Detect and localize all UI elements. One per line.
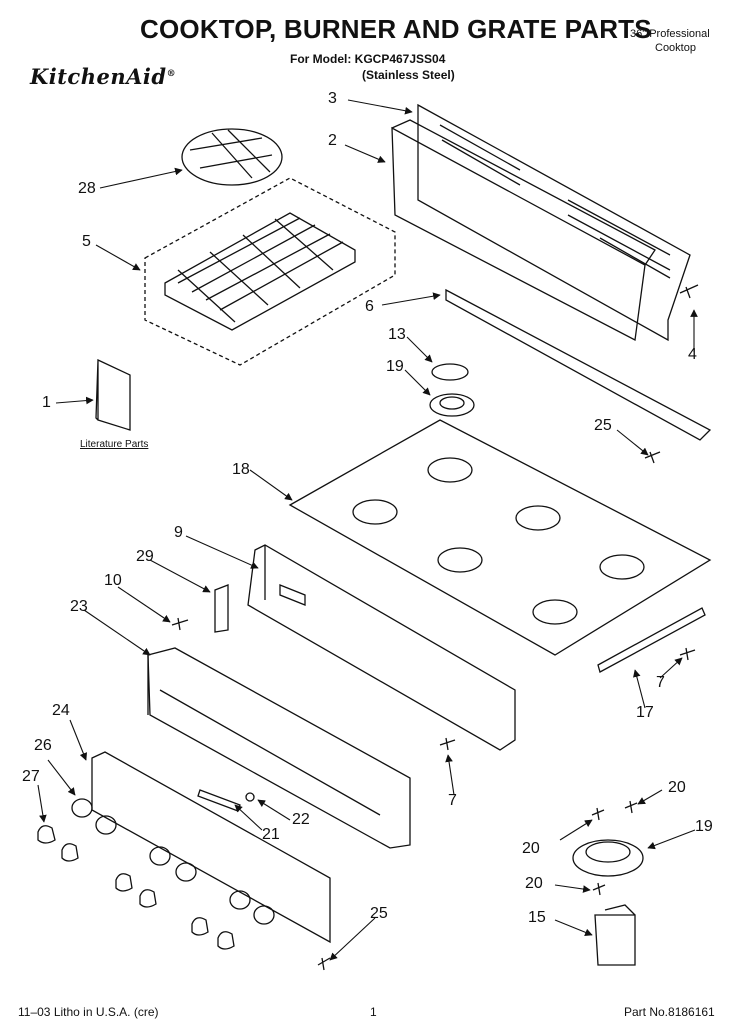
callout-25: 25 — [594, 417, 612, 434]
part-18-cooktop-surface — [288, 419, 712, 656]
part-9-manifold-bracket — [247, 544, 516, 751]
callout-20b: 20 — [522, 840, 540, 857]
part-13-burner-cap — [431, 363, 469, 381]
model-variant: (Stainless Steel) — [362, 68, 455, 82]
callout-25b: 25 — [370, 905, 388, 922]
callout-18: 18 — [232, 461, 250, 478]
part-28-burner-cap-cover — [181, 128, 283, 186]
part-7-screw-a — [679, 647, 696, 661]
product-type-line1: 36" Professional — [630, 28, 710, 40]
part-20-screws — [591, 800, 638, 896]
callout-9: 9 — [174, 524, 183, 541]
callout-21: 21 — [262, 826, 280, 843]
part-19-burner-base — [572, 839, 644, 877]
callout-24: 24 — [52, 702, 70, 719]
part-15-valve — [594, 904, 636, 966]
part-10-screw — [171, 617, 189, 631]
part-17-side-trim — [597, 607, 706, 673]
footer-part-number: Part No.8186161 — [624, 1005, 715, 1019]
part-1-literature — [95, 358, 131, 431]
callout-4: 4 — [688, 346, 697, 363]
product-type-line2: Cooktop — [655, 42, 696, 54]
callout-7: 7 — [656, 674, 665, 691]
part-5-grate — [144, 177, 396, 366]
callout-5: 5 — [82, 233, 91, 250]
callout-17: 17 — [636, 704, 654, 721]
callout-10: 10 — [104, 572, 122, 589]
callout-15: 15 — [528, 909, 546, 926]
footer-litho: 11–03 Litho in U.S.A. (cre) — [18, 1005, 159, 1019]
callout-20a: 20 — [668, 779, 686, 796]
callout-29: 29 — [136, 548, 154, 565]
brand-logo: KitchenAid® — [30, 64, 177, 89]
page-title: COOKTOP, BURNER AND GRATE PARTS — [140, 14, 652, 44]
part-19-burner-top — [429, 393, 475, 417]
callout-28: 28 — [78, 180, 96, 197]
part-4-screw — [679, 284, 699, 299]
callout-22: 22 — [292, 811, 310, 828]
footer-page-number: 1 — [370, 1005, 377, 1019]
callout-7b: 7 — [448, 792, 457, 809]
part-27-knobs — [37, 825, 235, 950]
leader-arrows — [37, 99, 698, 961]
callout-26: 26 — [34, 737, 52, 754]
callout-3: 3 — [328, 90, 337, 107]
part-25-screw-b — [317, 957, 331, 971]
part-22-screw — [245, 792, 255, 802]
model-number: For Model: KGCP467JSS04 — [290, 52, 446, 66]
callout-1: 1 — [42, 394, 51, 411]
callout-27: 27 — [22, 768, 40, 785]
part-25-screw — [644, 451, 661, 464]
callout-13: 13 — [388, 326, 406, 343]
part-3-backguard-panel — [417, 103, 691, 342]
part-6-rear-rail — [445, 288, 712, 441]
callout-2: 2 — [328, 132, 337, 149]
callout-19: 19 — [386, 358, 404, 375]
callout-23: 23 — [70, 598, 88, 615]
literature-parts-label: Literature Parts — [80, 439, 149, 450]
callout-6: 6 — [365, 298, 374, 315]
callout-19b: 19 — [695, 818, 713, 835]
callout-20c: 20 — [525, 875, 543, 892]
part-26-bezels — [71, 798, 275, 925]
part-24-control-plate — [91, 751, 331, 944]
part-23-control-panel — [147, 647, 411, 849]
part-7-screw-b — [439, 737, 456, 751]
part-29-bracket — [214, 584, 229, 633]
part-2-backguard-front — [391, 119, 656, 342]
